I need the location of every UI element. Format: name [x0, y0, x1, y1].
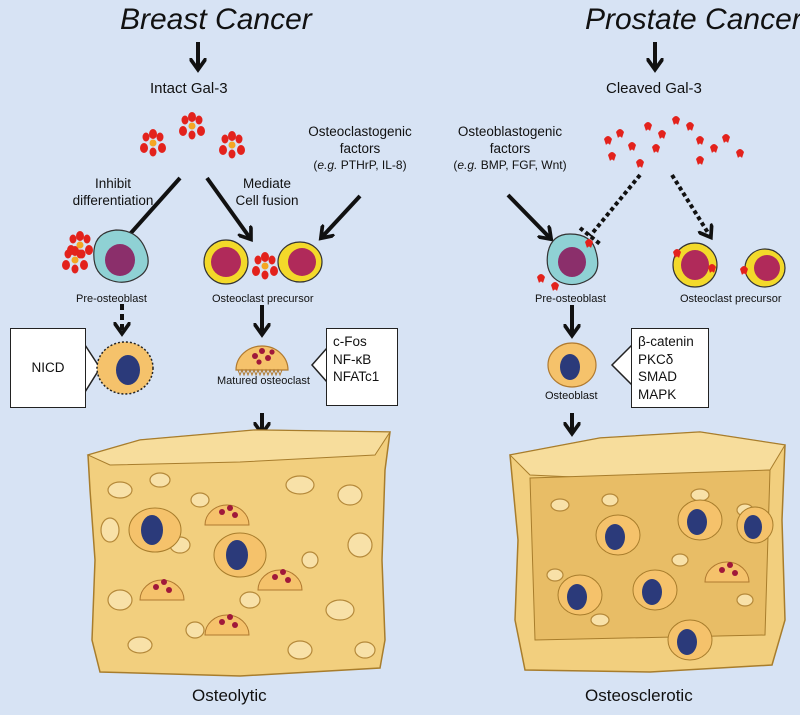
cleaved-gal3-cluster	[604, 116, 744, 168]
tf-callout	[310, 346, 328, 384]
osteoblastogenic-eg: e.g.	[457, 158, 478, 172]
signal-smad: SMAD	[638, 369, 678, 384]
osteoclast-precursor-left	[203, 239, 323, 285]
osteoblastogenic-list: BMP, FGF, Wnt)	[480, 158, 567, 172]
osteoclastogenic-line2: factors	[339, 141, 381, 156]
osteoblast-label: Osteoblast	[545, 390, 598, 402]
osteoclastogenic-arrow	[322, 194, 362, 237]
bone-osteoclast-right	[704, 561, 750, 583]
osteoblastogenic-factors-label: Osteoblastogenic factors (e.g. BMP, FGF,…	[448, 123, 572, 174]
osteoclastogenic-eg: e.g.	[317, 158, 338, 172]
inhibit-label: Inhibit differentiation	[68, 175, 158, 209]
signal-callout	[610, 343, 633, 387]
osteoblastogenic-line1: Osteoblastogenic	[457, 124, 563, 139]
dotted-arrow-precursor	[670, 173, 710, 236]
nicd-box: NICD	[10, 328, 86, 408]
bone-osteoblasts-right	[557, 499, 774, 661]
cleaved-gal3-label: Cleaved Gal-3	[606, 80, 702, 97]
matured-osteoclast-left	[235, 345, 289, 377]
preosteoblast-label-left: Pre-osteoblast	[76, 293, 147, 305]
mediate-label-line2: Cell fusion	[235, 193, 299, 208]
osteoblastogenic-arrow	[506, 193, 550, 238]
tf-nfatc1: NFATc1	[333, 369, 380, 384]
tf-cfos: c-Fos	[333, 334, 367, 349]
intact-gal3-label: Intact Gal-3	[150, 80, 228, 97]
matured-osteoclast-label: Matured osteoclast	[217, 375, 310, 387]
preosteoblast-cell-left	[62, 229, 149, 283]
dotted-inhibit-arrow	[578, 173, 642, 246]
intact-gal3-cluster	[140, 112, 245, 159]
mediate-label-line1: Mediate	[242, 176, 292, 191]
inhibit-label-line1: Inhibit	[94, 176, 132, 191]
osteoclastogenic-list: PTHrP, IL-8)	[340, 158, 407, 172]
osteolytic-label: Osteolytic	[192, 686, 267, 705]
osteoclastogenic-factors-label: Osteoclastogenic factors (e.g. PTHrP, IL…	[298, 123, 422, 174]
precursor-label-right: Osteoclast precursor	[680, 293, 782, 305]
tf-nfkb: NF-κB	[333, 351, 372, 367]
mediate-arrow	[205, 176, 250, 238]
preosteoblast-label-right: Pre-osteoblast	[535, 293, 606, 305]
bone-osteoblasts-left	[128, 507, 267, 578]
osteoclastogenic-line1: Osteoclastogenic	[308, 124, 412, 139]
preosteoblast-cell-right	[537, 233, 599, 291]
osteoblast-cell-right	[547, 342, 597, 388]
transcription-factor-box: c-Fos NF-κB NFATc1	[326, 328, 398, 406]
mediate-label: Mediate Cell fusion	[228, 175, 306, 209]
signal-mapk: MAPK	[638, 386, 677, 402]
osteosclerotic-bone-block	[508, 431, 786, 673]
inhibit-label-line2: differentiation	[72, 193, 154, 208]
signal-beta-catenin: β-catenin	[638, 334, 694, 349]
osteolytic-bone-block	[86, 429, 391, 677]
signal-pkc-delta: PKCδ	[638, 351, 674, 367]
signaling-box: β-catenin PKCδ SMAD MAPK	[631, 328, 709, 408]
prostate-cancer-title: Prostate Cancer	[585, 3, 800, 36]
osteoclast-precursor-right	[672, 242, 786, 288]
nicd-text: NICD	[31, 360, 65, 376]
osteosclerotic-label: Osteosclerotic	[585, 686, 693, 705]
breast-cancer-title: Breast Cancer	[120, 3, 312, 36]
osteoclastogenic-examples: (e.g. PTHrP, IL-8)	[313, 158, 407, 172]
osteoblastogenic-examples: (e.g. BMP, FGF, Wnt)	[453, 158, 567, 172]
precursor-label-left: Osteoclast precursor	[212, 293, 314, 305]
osteoblastogenic-line2: factors	[489, 141, 531, 156]
bone-osteoclasts-left	[139, 504, 303, 636]
nicd-osteoblast-cell	[96, 341, 154, 395]
